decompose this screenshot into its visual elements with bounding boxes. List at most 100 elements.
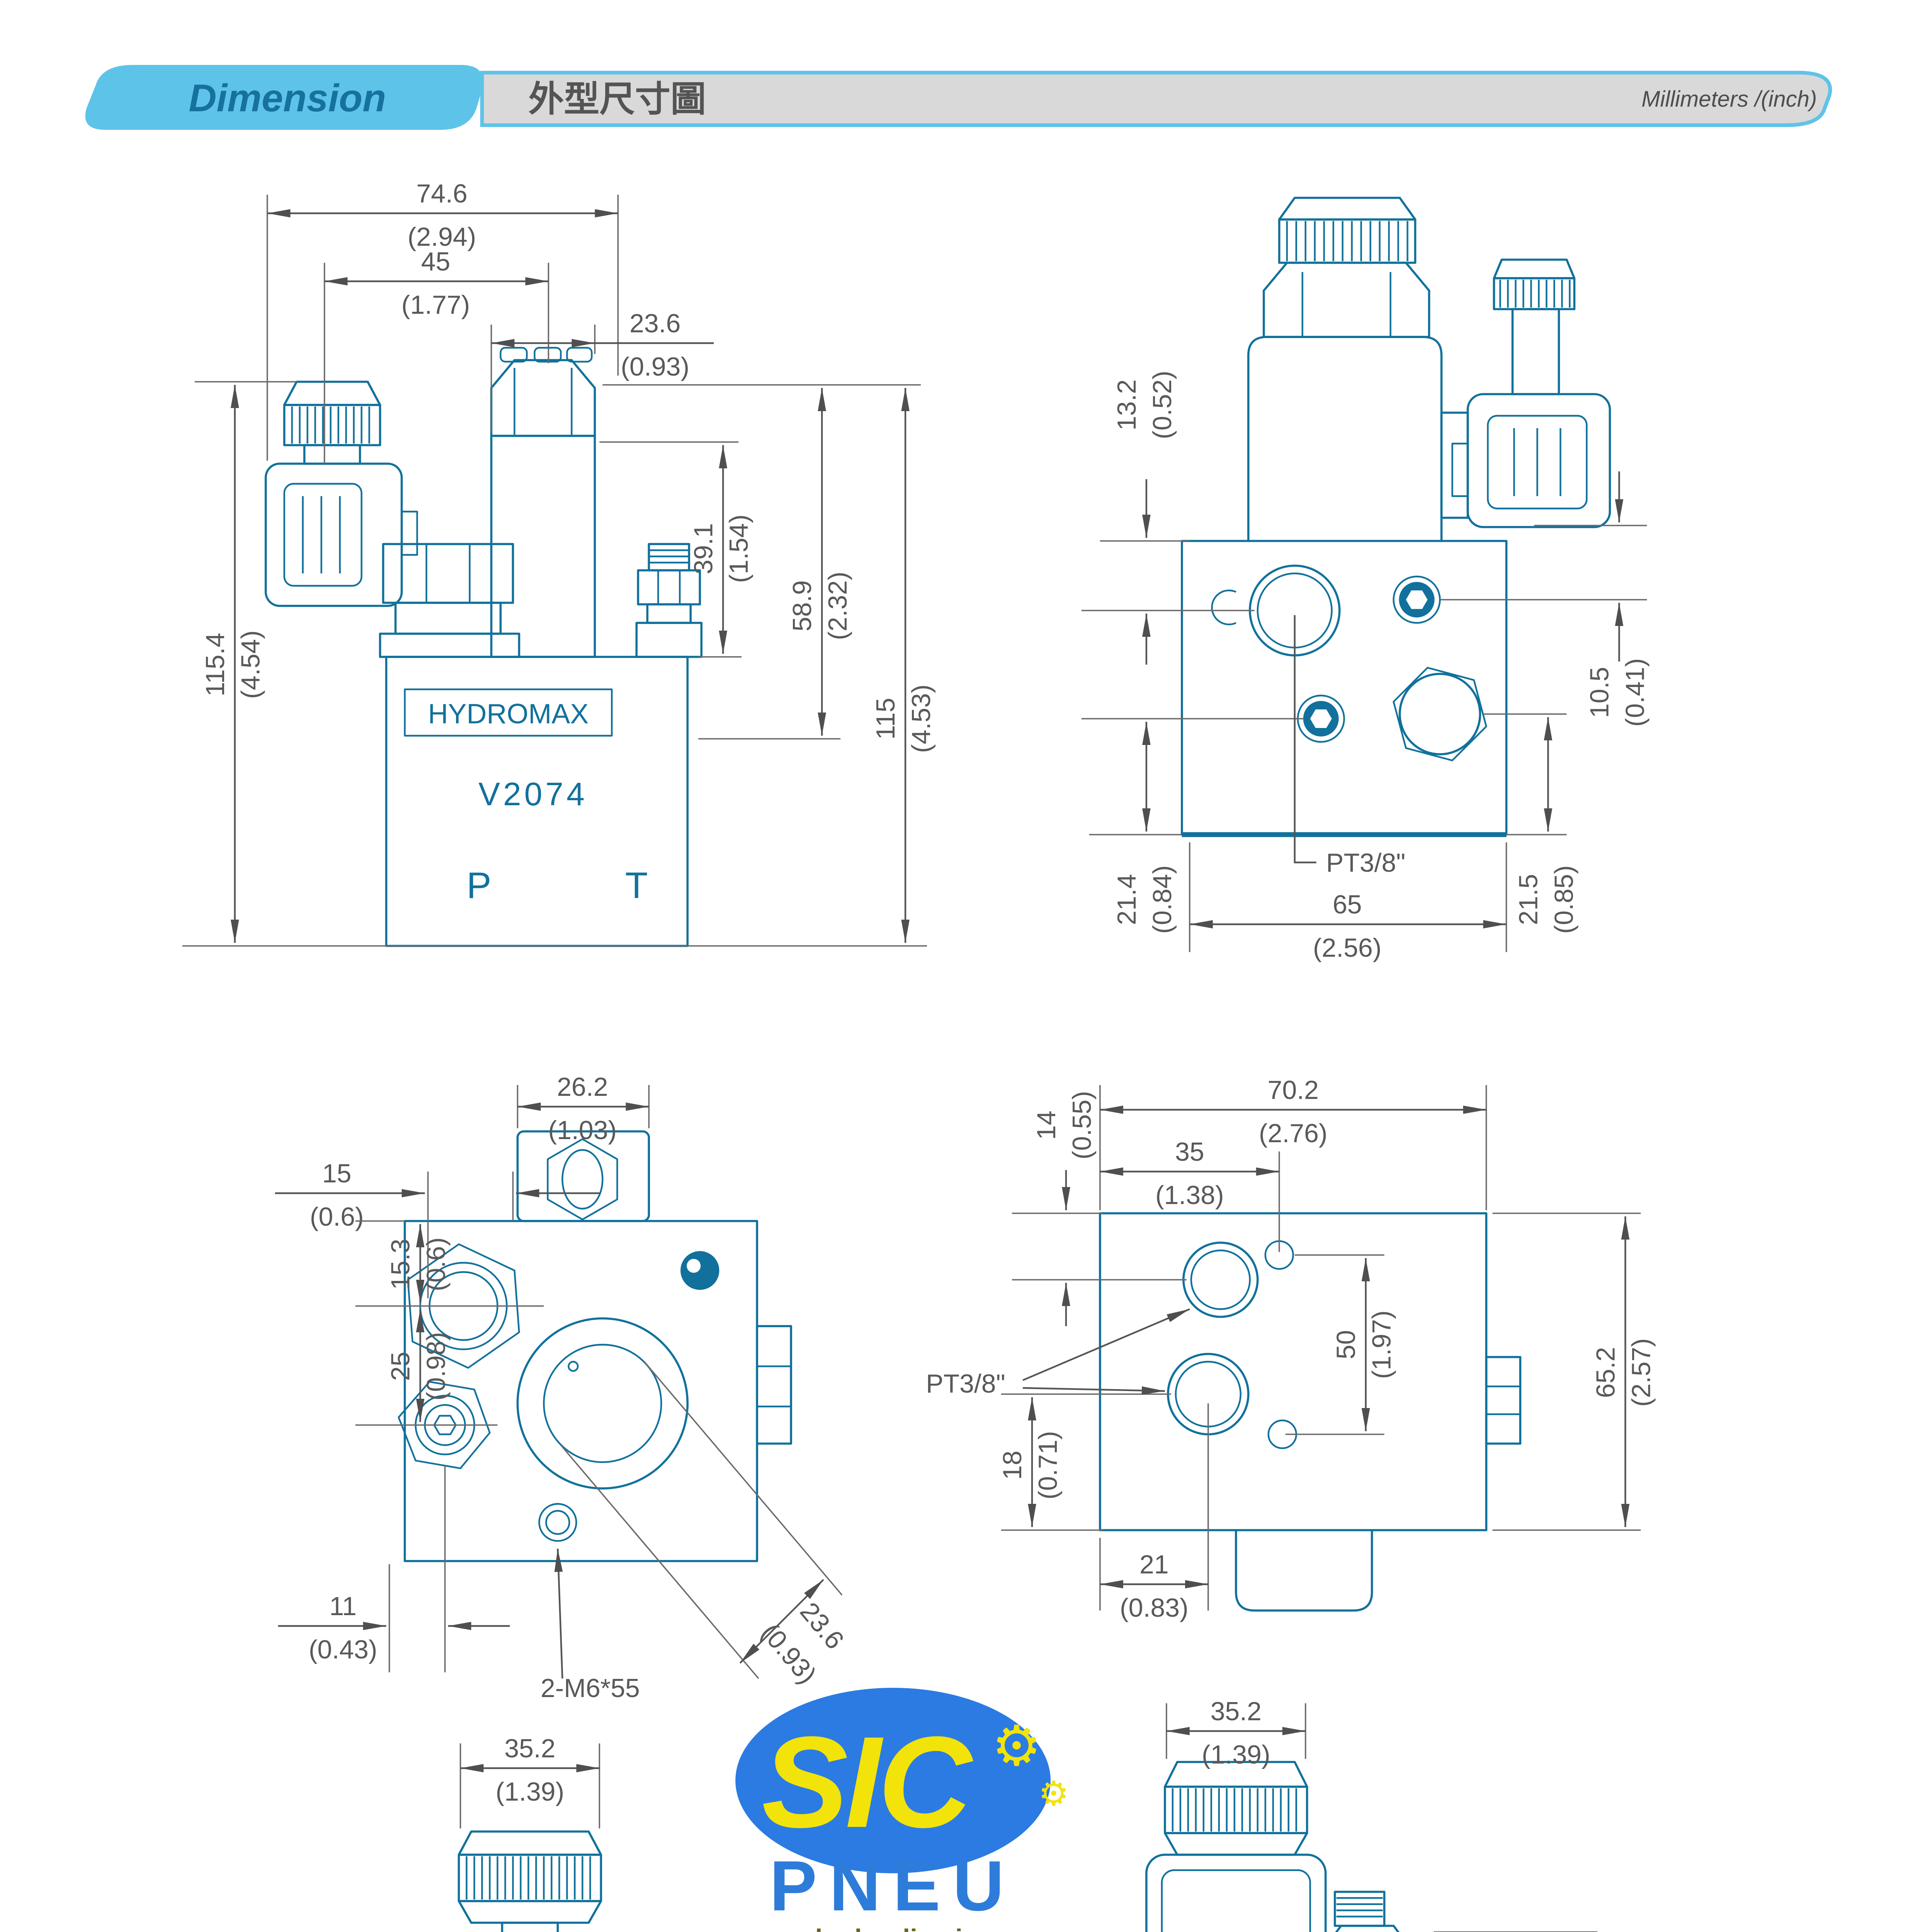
svg-text:(0.93): (0.93)	[621, 352, 690, 381]
mount-hole	[538, 1503, 577, 1542]
main-bore	[516, 1317, 689, 1490]
svg-text:(1.97): (1.97)	[1367, 1310, 1396, 1379]
svg-text:15: 15	[322, 1159, 352, 1188]
svg-text:39.1: 39.1	[689, 523, 718, 574]
dim-port-x: 21 (0.83)	[1099, 1403, 1209, 1622]
svg-text:(0.84): (0.84)	[1148, 865, 1177, 934]
gear-icon-small: ⚙	[1038, 1774, 1069, 1813]
dim-overall-height: 115.4 (4.54)	[182, 381, 927, 947]
svg-text:(0.41): (0.41)	[1620, 658, 1650, 727]
solenoid-tube-side	[1247, 197, 1443, 542]
svg-text:(0.52): (0.52)	[1148, 371, 1177, 439]
dim-bore-dia: 23.6 (0.93)	[560, 1361, 850, 1689]
svg-text:11: 11	[329, 1592, 357, 1621]
svg-text:(1.38): (1.38)	[1155, 1180, 1224, 1210]
header-bar	[480, 71, 1832, 127]
dim-coil-height: 39.1 (1.54)	[599, 441, 753, 658]
svg-text:25: 25	[386, 1352, 415, 1381]
logo: SIC ⚙ ⚙ PNEU www.hydraulic-sic.com HYD	[735, 1688, 1069, 1932]
svg-text:2-M6*55: 2-M6*55	[541, 1673, 640, 1703]
svg-text:(2.57): (2.57)	[1626, 1338, 1656, 1407]
dim-row2: 25 (0.98)	[355, 1309, 498, 1426]
din-cap-bottom-b	[1164, 1761, 1308, 1856]
dim-coil-spacing: 45 (1.77)	[323, 247, 549, 464]
dim-total-height: 115 (4.53)	[602, 384, 936, 943]
svg-text:26.2: 26.2	[557, 1072, 608, 1102]
svg-text:(2.76): (2.76)	[1259, 1119, 1328, 1148]
header: Dimension 外型尺寸圖 Millimeters /(inch)	[85, 65, 1832, 130]
logo-acronym: SIC	[762, 1710, 973, 1855]
svg-text:(0.83): (0.83)	[1120, 1593, 1189, 1622]
svg-text:13.2: 13.2	[1112, 379, 1141, 430]
thread-callout-side: PT3/8"	[1294, 615, 1405, 878]
page-title: 外型尺寸圖	[528, 80, 706, 119]
svg-text:115: 115	[871, 698, 900, 740]
dim-connector-gap: 10.5 (0.41)	[1440, 471, 1650, 727]
brand-label: HYDROMAX	[428, 699, 589, 730]
adjuster-fitting	[1333, 1891, 1400, 1932]
model-label: V2074	[478, 776, 588, 812]
port-t-label: T	[625, 865, 648, 906]
svg-text:21: 21	[1139, 1550, 1169, 1579]
side-port-filled	[680, 1251, 719, 1290]
svg-text:(0.43): (0.43)	[309, 1635, 378, 1664]
svg-text:45: 45	[421, 247, 451, 276]
din-connector	[264, 381, 418, 607]
svg-text:21.5: 21.5	[1514, 874, 1543, 925]
dim-body-width: 65 (2.56)	[1189, 842, 1507, 963]
svg-text:(1.54): (1.54)	[724, 514, 753, 583]
svg-text:23.6: 23.6	[629, 309, 680, 338]
port-p-label: P	[467, 865, 492, 906]
dim-lower-right: 21.5 (0.85)	[1483, 713, 1578, 934]
svg-text:115.4: 115.4	[201, 633, 230, 696]
svg-text:14: 14	[1032, 1111, 1061, 1140]
din-cap-bottom	[457, 1830, 602, 1932]
valve-body-side	[1180, 540, 1508, 836]
logo-pneu: PNEU	[770, 1846, 1017, 1925]
svg-text:58.9: 58.9	[787, 580, 817, 631]
svg-text:21.4: 21.4	[1112, 874, 1141, 925]
thread-callout-top: PT3/8"	[926, 1308, 1190, 1398]
svg-text:(1.03): (1.03)	[548, 1116, 617, 1145]
svg-text:10.5: 10.5	[1585, 667, 1614, 718]
dim-overall-width: 74.6 (2.94)	[266, 179, 619, 461]
dim-row1: 15.3 (0.6)	[355, 1220, 544, 1307]
dim-body-width-b: 70.2 (2.76)	[1099, 1075, 1487, 1210]
svg-text:(4.54): (4.54)	[236, 630, 265, 699]
svg-text:50: 50	[1332, 1330, 1361, 1359]
din-connector-side	[1440, 259, 1611, 528]
dim-port-y: 18 (0.71)	[998, 1393, 1171, 1531]
top-view-ports: 26.2 (1.03) 15 (0.6) 15.3 (0.6) 25 (0.98…	[275, 1072, 850, 1703]
bottom-front-view: G T 35.2 (1.39) 14 (0.55) 20.9 (0.82) 16…	[457, 1734, 602, 1932]
svg-text:(0.55): (0.55)	[1067, 1091, 1097, 1160]
din-connector-bottom	[1145, 1854, 1327, 1932]
svg-text:65.2: 65.2	[1591, 1347, 1620, 1398]
bottom-tab	[1235, 1529, 1373, 1612]
svg-text:(0.6): (0.6)	[422, 1237, 451, 1291]
svg-text:23.6: 23.6	[794, 1597, 850, 1655]
dim-port-offset: 13.2 (0.52)	[1081, 371, 1255, 665]
bottom-side-view: P 35.2 (1.39) 56.1 (2.21) 86.2 (3.39) 19…	[1145, 1697, 1598, 1932]
solenoid-tube	[490, 347, 596, 658]
header-tab-label: Dimension	[189, 77, 386, 120]
svg-text:74.6: 74.6	[416, 179, 467, 208]
upper-port	[1182, 1242, 1259, 1318]
adjuster-stud	[635, 543, 703, 658]
dim-coil-width: 23.6 (0.93)	[490, 309, 714, 433]
dim-cap-width-b: 35.2 (1.39)	[1166, 1697, 1306, 1769]
dim-lower-left: 21.4 (0.84)	[1081, 718, 1304, 934]
svg-text:(1.39): (1.39)	[1202, 1740, 1270, 1769]
svg-text:(4.53): (4.53)	[906, 684, 936, 753]
dim-hole-y: 14 (0.55)	[1012, 1091, 1187, 1326]
svg-text:70.2: 70.2	[1268, 1075, 1319, 1105]
dim-hole-offset: 11 (0.43)	[278, 1465, 510, 1672]
hex-fittings	[379, 543, 520, 658]
svg-text:(2.94): (2.94)	[408, 222, 476, 252]
svg-text:(0.85): (0.85)	[1549, 865, 1578, 934]
svg-text:PT3/8": PT3/8"	[926, 1369, 1005, 1398]
svg-text:15.3: 15.3	[386, 1239, 415, 1290]
svg-text:(0.6): (0.6)	[310, 1202, 364, 1231]
brand-box	[404, 688, 613, 737]
svg-text:(2.32): (2.32)	[823, 571, 852, 640]
